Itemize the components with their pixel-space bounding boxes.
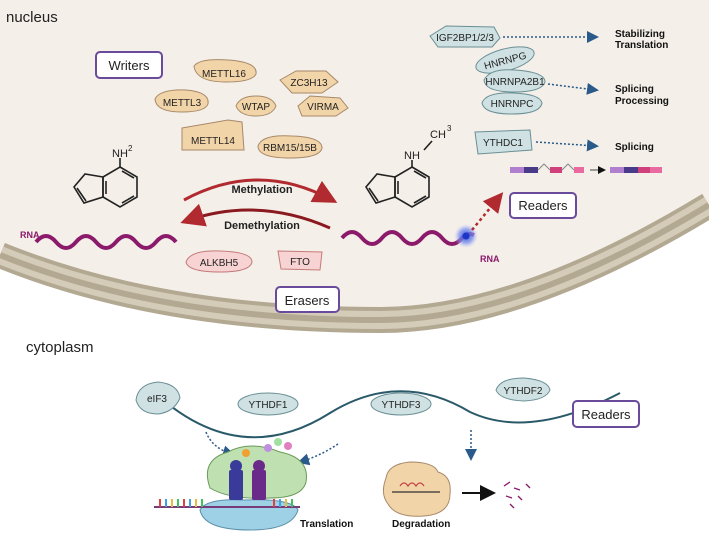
methylation-label: Methylation: [231, 184, 292, 196]
cyto-readers-label: Readers: [581, 407, 631, 422]
reader-ythdf1: YTHDF1: [249, 400, 288, 411]
reader-ythdf3: YTHDF3: [382, 400, 421, 411]
rna-left-label: RNA: [20, 230, 40, 240]
writer-mettl14: METTL14: [191, 136, 235, 147]
reader-ythdc1: YTHDC1: [483, 138, 523, 149]
function-stabilizing: Stabilizing: [615, 29, 665, 40]
methyl-label: CH: [430, 129, 446, 141]
nucleus-label: nucleus: [6, 9, 58, 26]
writers-label: Writers: [109, 58, 150, 73]
writer-mettl16: METTL16: [202, 69, 246, 80]
outcome-translation: Translation: [300, 519, 353, 530]
function-translation: Translation: [615, 40, 668, 51]
outcome-degradation: Degradation: [392, 519, 450, 530]
mettl16-shape: [193, 59, 257, 83]
reader-hnrnpa2b1: HNRNPA2B1: [485, 77, 545, 88]
amine-label: NH: [112, 148, 128, 160]
demethylation-arrow: [180, 203, 331, 230]
writer-virma: VIRMA: [307, 102, 339, 113]
amine-subscript: 2: [128, 144, 133, 153]
methylation-arrow: [183, 178, 338, 203]
writer-mettl3: METTL3: [163, 98, 202, 109]
writer-wtap: WTAP: [242, 102, 270, 113]
m6a-site: [462, 232, 470, 240]
cyto-readers-box: Readers: [572, 400, 640, 428]
function-processing: Processing: [615, 96, 669, 107]
methyl-amine-label: NH: [404, 150, 420, 162]
function-splicing: Splicing: [615, 84, 654, 95]
rna-right-label: RNA: [480, 254, 500, 264]
molecule-methylated: [365, 140, 433, 208]
zc3h13-shape: [279, 70, 339, 94]
function-splicing-ythdc1: Splicing: [615, 142, 654, 153]
rbm15-shape: [257, 135, 323, 159]
nuclear-reader-proteins: IGF2BP1/2/3 HNRNPG HNRNPA2B1 HNRNPC YTHD…: [429, 25, 546, 155]
rna-left: [34, 234, 178, 250]
virma-shape: [297, 95, 349, 117]
cyto-reader-proteins: eIF3 YTHDF1 YTHDF3 YTHDF2: [135, 377, 551, 416]
erasers-label: Erasers: [285, 293, 330, 308]
writers-box: Writers: [95, 51, 163, 79]
mrna-strand-cyto: [154, 390, 621, 439]
reader-igf2bp: IGF2BP1/2/3: [436, 33, 494, 44]
writer-proteins: METTL16 ZC3H13 METTL3 WTAP VIRMA METTL14…: [154, 59, 349, 159]
demethylation-label: Demethylation: [224, 220, 300, 232]
splicing-schematic: [510, 163, 662, 174]
nuclear-readers-box: Readers: [509, 192, 577, 219]
reaction-arrows: [180, 178, 338, 230]
writer-zc3h13: ZC3H13: [290, 78, 328, 89]
degradation-complex: [382, 461, 531, 517]
cytoplasm-label: cytoplasm: [26, 339, 94, 356]
mettl3-shape: [154, 89, 209, 113]
reader-eif3: eIF3: [147, 394, 167, 405]
reader-ythdf2: YTHDF2: [504, 386, 543, 397]
eraser-alkbh5: ALKBH5: [200, 258, 239, 269]
eraser-proteins: ALKBH5 FTO: [185, 250, 323, 273]
methyl-subscript: 3: [447, 124, 452, 133]
mettl14-shape: [181, 119, 245, 151]
nuclear-reader-arrows: [503, 31, 599, 152]
reader-hnrnpc: HNRNPC: [491, 99, 534, 110]
nuclear-readers-label: Readers: [518, 198, 568, 213]
writer-rbm15: RBM15/15B: [263, 143, 317, 154]
eraser-fto: FTO: [290, 257, 310, 268]
reader-recruit-arrow: [471, 192, 504, 231]
nucleus-region: [0, 0, 709, 334]
wtap-shape: [235, 95, 277, 117]
molecule-unmethylated: [73, 158, 138, 208]
erasers-box: Erasers: [275, 286, 340, 313]
translation-complex: [154, 438, 307, 531]
